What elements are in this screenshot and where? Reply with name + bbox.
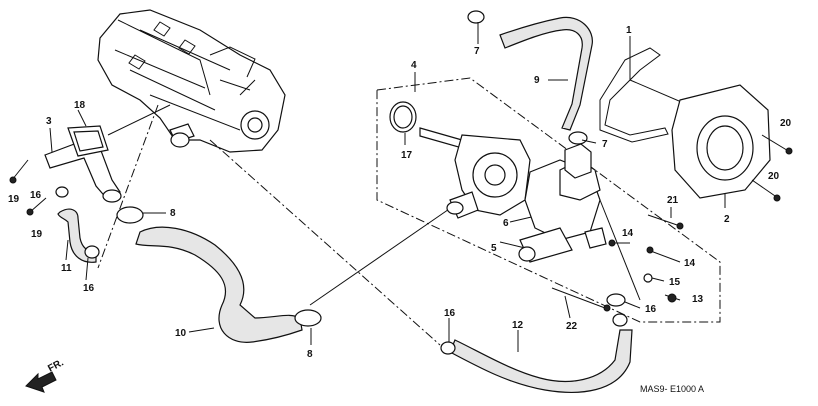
callout-8-bottom: 8: [307, 349, 313, 360]
pump-assembly-box: [376, 77, 721, 323]
arrow-icon: [25, 371, 57, 393]
callout-16-d: 16: [645, 304, 657, 315]
clamp-7-right: [568, 131, 588, 145]
callout-17: 17: [401, 150, 413, 161]
callout-21: 21: [667, 195, 679, 206]
thermostat-cover: [599, 47, 771, 199]
callout-7-top: 7: [474, 46, 480, 57]
clamp-7-top: [467, 10, 485, 24]
clamp-16-left: [84, 245, 100, 259]
callout-8-top: 8: [170, 208, 176, 219]
callout-19-a: 19: [8, 194, 20, 205]
clamp-8-bottom: [294, 309, 322, 327]
callout-7-right: 7: [602, 139, 608, 150]
callout-18: 18: [74, 100, 86, 111]
callout-2: 2: [724, 214, 730, 225]
clamp-12: [612, 313, 628, 327]
callout-labels: 1 2 3 4 5 6 7 7 8 8 9 10 11 12 13 14 14 …: [8, 25, 792, 360]
callout-19-b: 19: [31, 229, 43, 240]
clamp-16-bottom: [440, 341, 456, 355]
clamp-8-top: [116, 206, 144, 224]
callout-1: 1: [626, 25, 632, 36]
engine-block: [97, 9, 286, 153]
callout-16-b: 16: [83, 283, 95, 294]
diagram-code: MAS9- E1000 A: [640, 384, 704, 394]
callout-12: 12: [512, 320, 524, 331]
label-leaders: [49, 22, 672, 352]
hoses: [44, 16, 633, 393]
direction-label: FR.: [46, 357, 66, 374]
callout-16-a: 16: [30, 190, 42, 201]
callout-22: 22: [566, 321, 578, 332]
clamps-and-bolts: [9, 10, 793, 355]
callout-16-c: 16: [444, 308, 456, 319]
callout-5: 5: [491, 243, 497, 254]
callout-15: 15: [669, 277, 681, 288]
callout-10: 10: [175, 328, 187, 339]
callout-6: 6: [503, 218, 509, 229]
washer-16: [55, 186, 69, 198]
callout-20-a: 20: [780, 118, 792, 129]
pump-cover: [518, 143, 607, 263]
water-pump: [419, 127, 531, 219]
o-ring: [389, 101, 417, 133]
callout-20-b: 20: [768, 171, 780, 182]
callout-11: 11: [61, 263, 72, 274]
callout-14-a: 14: [622, 228, 634, 239]
callout-4: 4: [411, 60, 417, 71]
clamp-16-right: [606, 293, 626, 307]
callout-3: 3: [46, 116, 52, 127]
callout-14-b: 14: [684, 258, 696, 269]
front-direction-indicator: FR.: [25, 357, 66, 393]
callout-9: 9: [534, 75, 540, 86]
callout-13: 13: [692, 294, 704, 305]
